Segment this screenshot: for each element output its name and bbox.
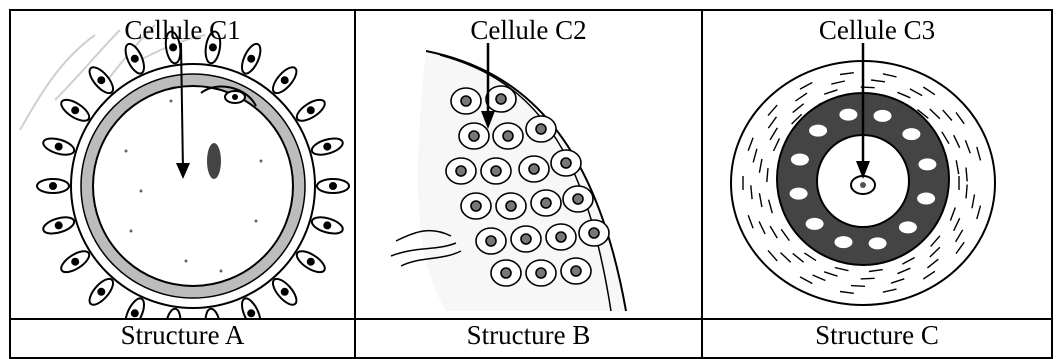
structure-c-drawing: [703, 11, 1053, 318]
structure-b-image-cell: Cellule C2: [355, 10, 702, 319]
cellule-c3-label: Cellule C3: [703, 15, 1051, 45]
cellule-c1-label: Cellule C1: [11, 15, 354, 45]
structure-a-image-cell: Cellule C1: [10, 10, 355, 319]
structures-table: Cellule C1 Cellule C2: [9, 9, 1053, 359]
structure-c-caption: Structure C: [702, 319, 1052, 358]
cellule-c2-label: Cellule C2: [356, 15, 701, 45]
structure-b-caption: Structure B: [355, 319, 702, 358]
structure-a-caption: Structure A: [10, 319, 355, 358]
structure-a-drawing: [11, 11, 356, 318]
structure-c-image-cell: Cellule C3: [702, 10, 1052, 319]
structure-b-drawing: [356, 11, 703, 318]
